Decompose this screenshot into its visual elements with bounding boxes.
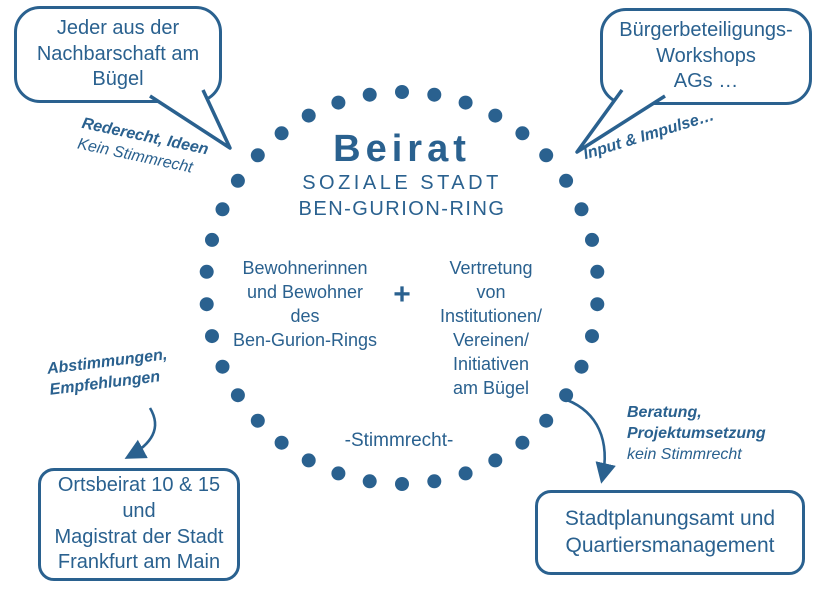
- ring-dot: [458, 95, 473, 110]
- ring-dot: [274, 435, 289, 450]
- ring-dot: [199, 264, 214, 279]
- ring-dot: [250, 148, 265, 163]
- ring-dot: [362, 474, 377, 489]
- ring-dot: [215, 202, 230, 217]
- caption-abstimmungen-bold: Abstimmungen, Empfehlungen: [46, 346, 169, 399]
- ring-dot: [515, 126, 530, 141]
- ring-dot: [362, 87, 377, 102]
- ring-dot: [199, 297, 214, 312]
- ring-dot: [395, 85, 409, 99]
- ring-dot: [574, 202, 589, 217]
- center-subtitle-1: SOZIALE STADT: [302, 172, 502, 194]
- caption-beratung-bold: Beratung, Projektumsetzung: [627, 404, 766, 442]
- box-ortsbeirat: Ortsbeirat 10 & 15 und Magistrat der Sta…: [38, 468, 240, 581]
- ring-dot: [574, 359, 589, 374]
- caption-beratung-regular: kein Stimmrecht: [627, 445, 742, 463]
- ring-dot: [205, 232, 219, 247]
- caption-rederecht: Rederecht, Ideen Kein Stimmrecht: [75, 114, 210, 181]
- caption-input-impulse: Input & Impulse…: [581, 102, 731, 166]
- plus-sign: +: [393, 278, 411, 311]
- ring-dot: [331, 95, 346, 110]
- ring-dot: [395, 477, 409, 491]
- caption-beratung: Beratung, Projektumsetzung kein Stimmrec…: [627, 403, 766, 465]
- ring-dot: [274, 126, 289, 141]
- ring-dot: [230, 173, 245, 188]
- ring-dot: [427, 87, 442, 102]
- arrow-bottom-left: [124, 407, 157, 459]
- members-residents-label: Bewohnerinnen und Bewohner des Ben-Gurio…: [232, 258, 378, 350]
- box-stadtplanungsamt: Stadtplanungsamt und Quartiersmanagement: [535, 490, 805, 575]
- ring-dot: [230, 388, 245, 403]
- ring-dot: [515, 435, 530, 450]
- speech-bubble-workshops-label: Bürgerbeteiligungs- Workshops AGs …: [619, 19, 793, 93]
- ring-dot: [590, 264, 605, 279]
- ring-dot: [585, 329, 599, 344]
- members-institutions-label: Vertretung von Institutionen/ Vereinen/ …: [439, 258, 543, 398]
- ring-dot: [539, 413, 554, 428]
- speech-bubble-workshops: Bürgerbeteiligungs- Workshops AGs …: [600, 8, 812, 105]
- caption-input-impulse-bold: Input & Impulse…: [581, 107, 717, 164]
- ring-dot: [427, 474, 442, 489]
- ring-dot: [590, 297, 605, 312]
- ring-dot: [215, 359, 230, 374]
- caption-abstimmungen: Abstimmungen, Empfehlungen: [46, 345, 171, 401]
- center-subtitle-2: BEN-GURION-RING: [298, 198, 506, 220]
- voting-right-label: -Stimmrecht-: [344, 430, 454, 451]
- arrow-bottom-right: [566, 398, 616, 484]
- ring-dot: [559, 388, 574, 403]
- ring-dot: [205, 329, 219, 344]
- ring-dot: [539, 148, 554, 163]
- center-title: Beirat: [333, 128, 471, 170]
- ring-dot: [250, 413, 265, 428]
- speech-bubble-neighborhood: Jeder aus der Nachbarschaft am Bügel: [14, 6, 222, 103]
- ring-dot: [301, 453, 316, 468]
- box-stadtplanungsamt-label: Stadtplanungsamt und Quartiersmanagement: [564, 506, 776, 557]
- ring-dot: [488, 453, 503, 468]
- ring-dot: [458, 466, 473, 481]
- ring-dot: [331, 466, 346, 481]
- ring-dot: [559, 173, 574, 188]
- ring-dot: [585, 232, 599, 247]
- box-ortsbeirat-label: Ortsbeirat 10 & 15 und Magistrat der Sta…: [54, 474, 224, 574]
- ring-dot: [301, 108, 316, 123]
- speech-bubble-neighborhood-label: Jeder aus der Nachbarschaft am Bügel: [36, 17, 200, 91]
- ring-dot: [488, 108, 503, 123]
